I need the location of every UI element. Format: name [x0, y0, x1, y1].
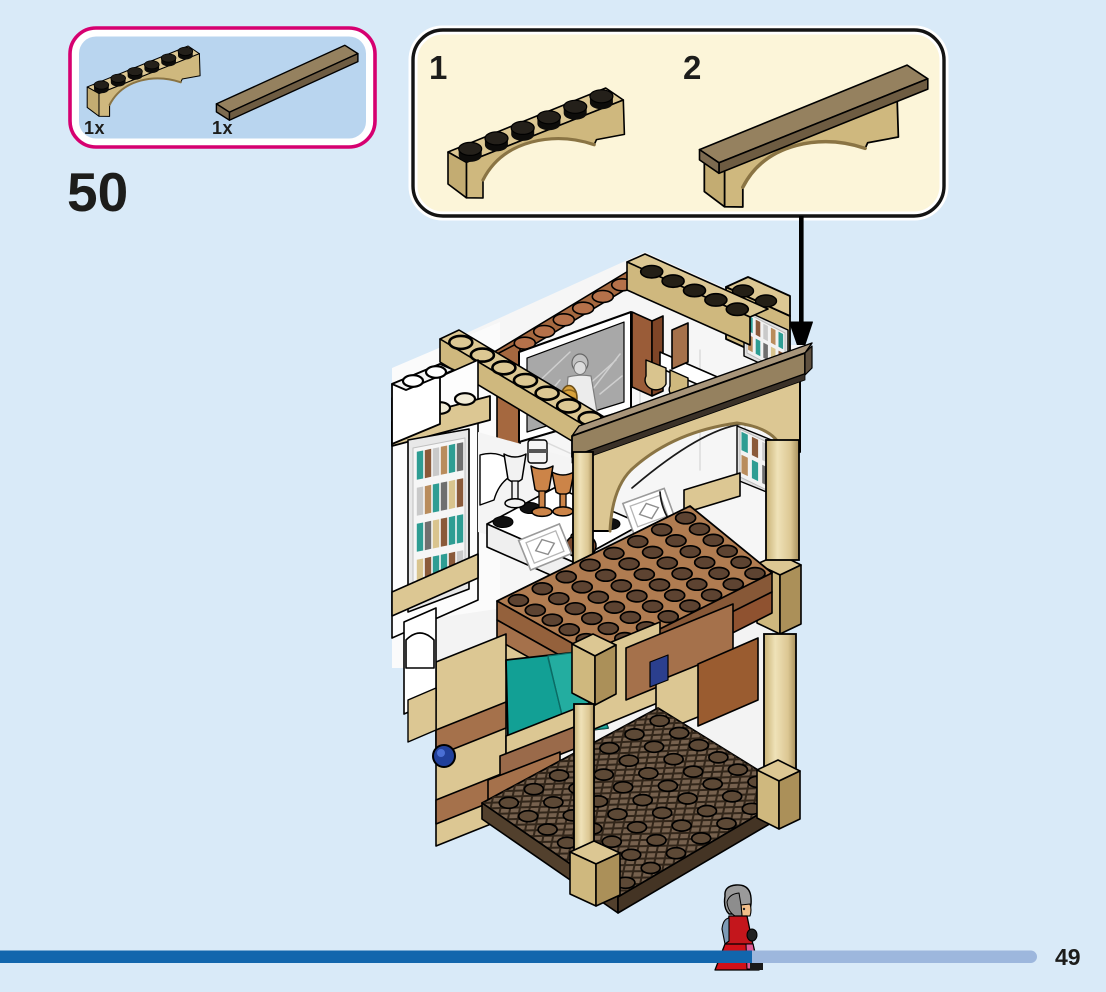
svg-text:1x: 1x — [84, 118, 105, 138]
svg-text:2: 2 — [683, 49, 701, 86]
svg-text:50: 50 — [67, 161, 128, 223]
svg-text:1: 1 — [429, 49, 447, 86]
svg-text:49: 49 — [1055, 944, 1081, 970]
svg-text:1x: 1x — [212, 118, 233, 138]
